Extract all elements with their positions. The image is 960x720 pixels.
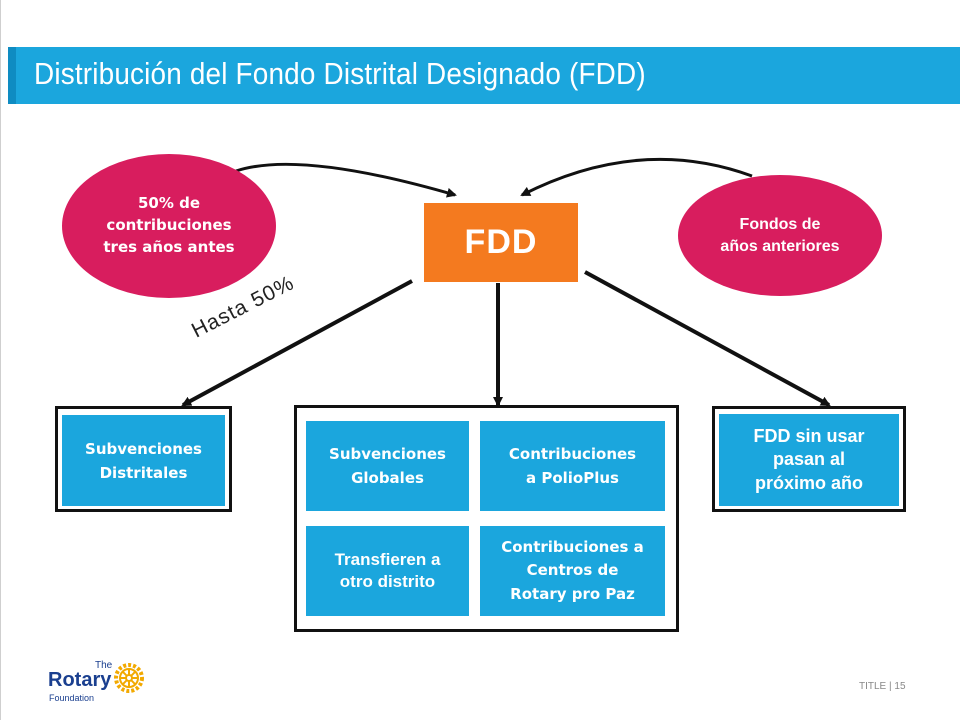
logo-rotary-text: Rotary <box>48 669 112 691</box>
curve-arrow-left <box>235 162 457 198</box>
page-title: Distribución del Fondo Distrital Designa… <box>34 56 646 91</box>
fdd-node: FDD <box>424 203 578 282</box>
logo-the-text: The <box>95 660 113 671</box>
source-left-ellipse: 50% de contribuciones tres años antes <box>62 154 276 298</box>
curve-arrow-right <box>520 157 753 197</box>
logo-foundation-text: Foundation <box>49 693 95 703</box>
fdd-label: FDD <box>464 223 538 261</box>
box-centros-rotary-paz: Contribuciones a Centros de Rotary pro P… <box>480 526 665 616</box>
rotary-foundation-logo: The Rotary Foundation <box>44 660 164 708</box>
arrow-to-left-group <box>181 279 413 407</box>
box-fdd-sin-usar: FDD sin usar pasan al próximo año <box>719 414 899 506</box>
footer-page-label: TITLE | 15 <box>859 681 906 692</box>
title-bar: Distribución del Fondo Distrital Designa… <box>8 47 960 104</box>
title-accent <box>8 47 16 104</box>
source-right-label: Fondos de años anteriores <box>720 215 840 255</box>
box-subvenciones-distritales: Subvenciones Distritales <box>62 415 225 506</box>
box-transfieren-distrito: Transfieren a otro distrito <box>306 526 469 616</box>
source-left-label: 50% de contribuciones tres años antes <box>103 194 235 256</box>
source-right-ellipse: Fondos de años anteriores <box>678 175 882 296</box>
arrow-to-right-group <box>584 270 831 407</box>
box-contribuciones-polioplus: Contribuciones a PolioPlus <box>480 421 665 511</box>
box-subvenciones-globales: Subvenciones Globales <box>306 421 469 511</box>
rotary-wheel-icon <box>114 663 144 693</box>
